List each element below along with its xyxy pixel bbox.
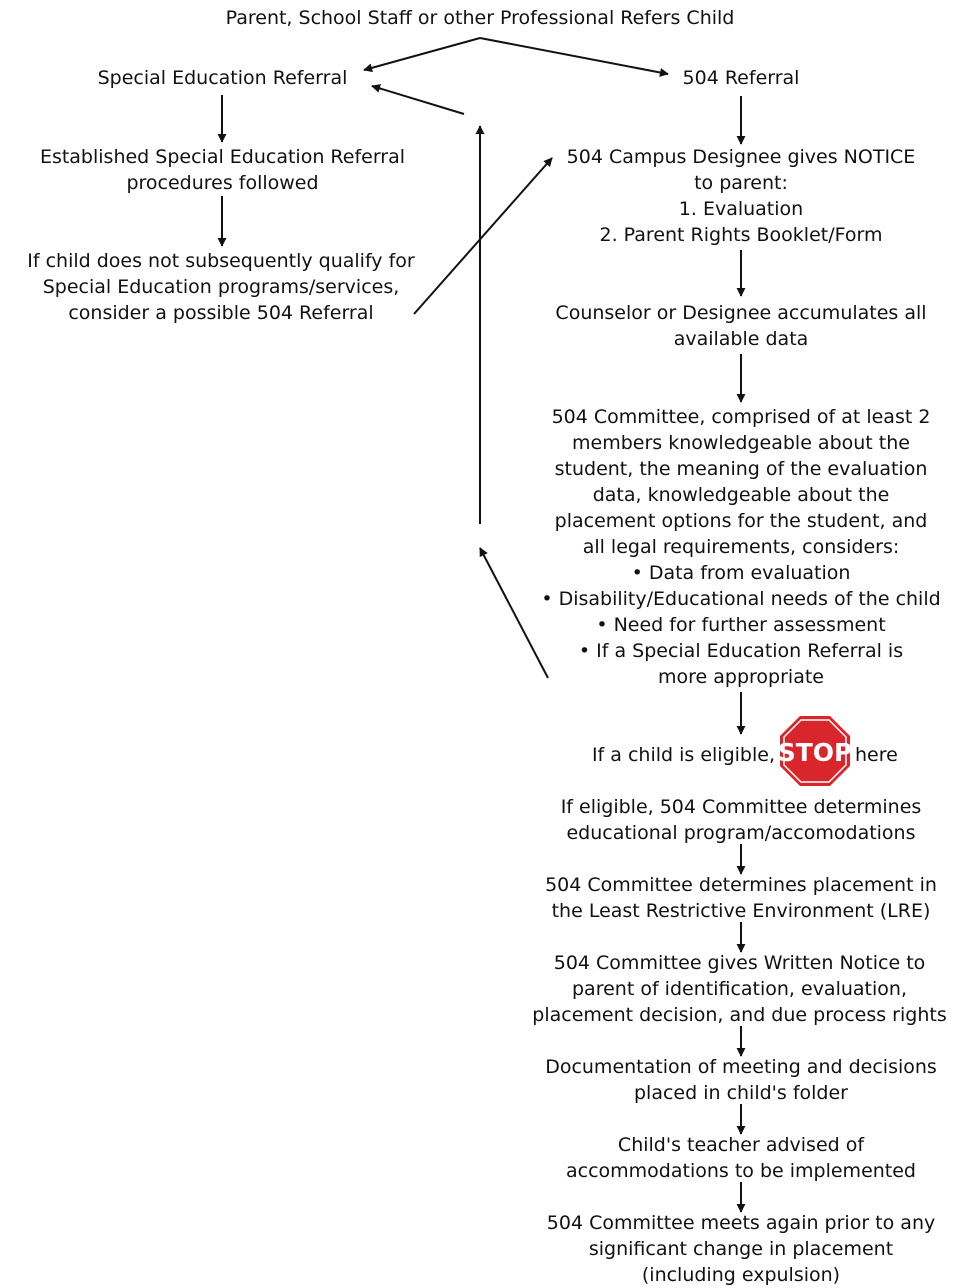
node-sped-referral: Special Education Referral	[97, 67, 348, 89]
arrow-to-sped-referral-return	[371, 84, 465, 115]
node-counselor: Counselor or Designee accumulates all av…	[555, 302, 927, 350]
stop-sign-icon: STOP	[778, 716, 852, 786]
node-determines-placement: 504 Committee determines placement in th…	[545, 874, 937, 922]
eligible-text-before: If a child is eligible,	[591, 744, 775, 766]
node-committee-considers: 504 Committee, comprised of at least 2 m…	[541, 406, 941, 688]
arrow-to-sped-referral	[363, 37, 481, 73]
node-teacher-advised: Child's teacher advised of accommodation…	[566, 1134, 916, 1182]
node-referral-source: Parent, School Staff or other Profession…	[225, 7, 735, 29]
node-documentation: Documentation of meeting and decisions p…	[545, 1056, 937, 1104]
node-written-notice: 504 Committee gives Written Notice to pa…	[532, 952, 947, 1026]
node-not-qualify: If child does not subsequently qualify f…	[27, 250, 415, 324]
stop-sign-label: STOP	[778, 738, 852, 767]
arrow-to-504-referral	[479, 37, 669, 77]
node-determines-program: If eligible, 504 Committee determines ed…	[560, 796, 922, 844]
arrow-committee-diagonal	[479, 547, 549, 679]
node-sped-procedures: Established Special Education Referral p…	[39, 146, 406, 194]
eligible-text-after: here	[855, 744, 898, 766]
node-504-referral: 504 Referral	[682, 67, 800, 89]
node-meets-again: 504 Committee meets again prior to any s…	[546, 1212, 936, 1286]
arrow-notqualify-to-notice	[413, 157, 553, 315]
node-notice: 504 Campus Designee gives NOTICE to pare…	[566, 146, 916, 246]
